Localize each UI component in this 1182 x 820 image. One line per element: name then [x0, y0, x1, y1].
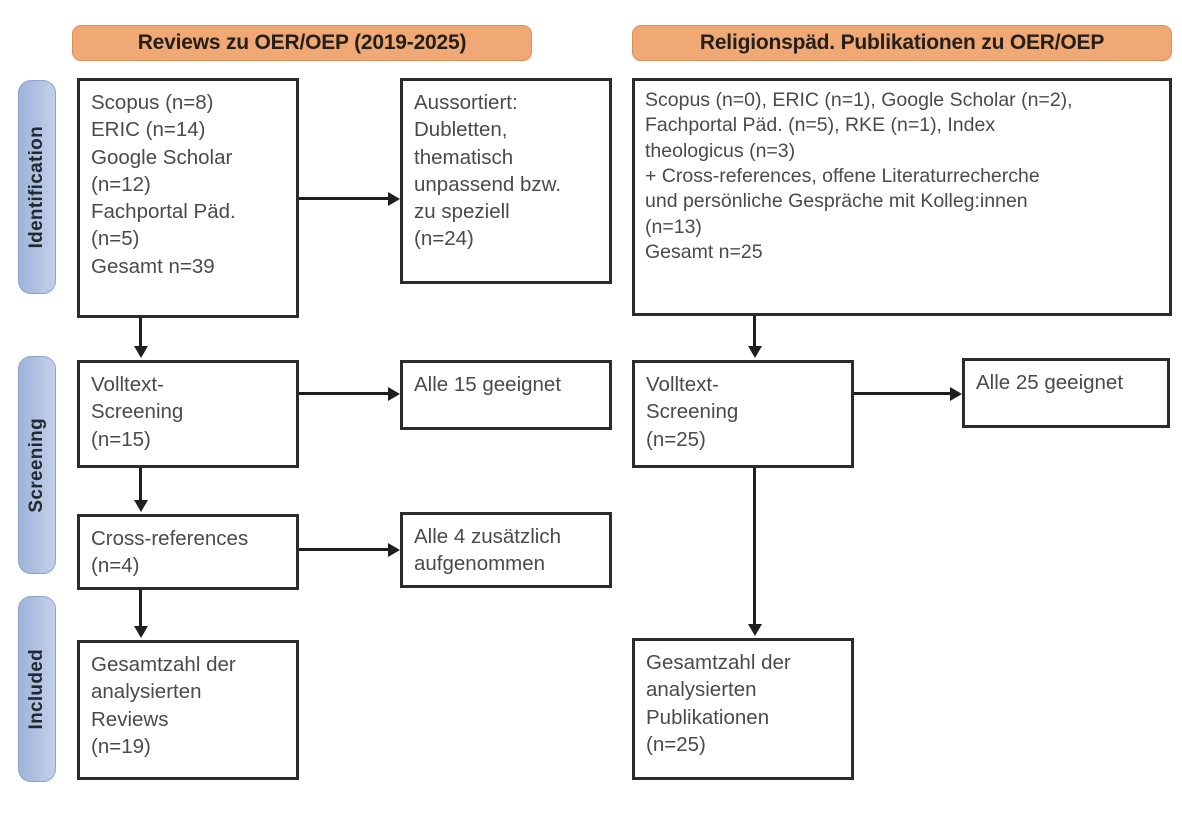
connector-right-fulltext-to-result — [854, 392, 950, 395]
arrowhead-right-fulltext-to-included — [748, 624, 762, 636]
arrowhead-left-fulltext-to-result — [388, 387, 400, 401]
banner-right-column: Religionspäd. Publikationen zu OER/OEP — [632, 25, 1172, 61]
arrowhead-right-fulltext-to-result — [950, 387, 962, 401]
node-left-crossreferences: Cross-references (n=4) — [77, 514, 299, 590]
phase-tab-identification-label: Identification — [26, 125, 47, 249]
node-left-excluded: Aussortiert: Dubletten, thematisch unpas… — [400, 78, 612, 284]
connector-left-ident-to-excluded — [299, 197, 388, 200]
arrowhead-left-ident-to-excluded — [388, 192, 400, 206]
node-left-identification-sources: Scopus (n=8) ERIC (n=14) Google Scholar … — [77, 78, 299, 318]
node-right-fulltext-result: Alle 25 geeignet — [962, 358, 1170, 428]
arrowhead-left-fulltext-to-crossrefs — [134, 500, 148, 512]
connector-left-fulltext-to-crossrefs — [139, 468, 142, 502]
node-left-included-total: Gesamtzahl der analysierten Reviews (n=1… — [77, 640, 299, 780]
phase-tab-screening: Screening — [18, 356, 56, 574]
connector-right-fulltext-to-included — [753, 468, 756, 626]
phase-tab-included-label: Included — [26, 648, 47, 730]
node-right-fulltext-screening: Volltext- Screening (n=25) — [632, 360, 854, 468]
banner-left-column: Reviews zu OER/OEP (2019-2025) — [72, 25, 532, 61]
arrowhead-left-ident-to-fulltext — [134, 346, 148, 358]
phase-tab-included: Included — [18, 596, 56, 782]
phase-tab-screening-label: Screening — [26, 417, 47, 513]
connector-left-crossrefs-to-result — [299, 548, 388, 551]
phase-tab-identification: Identification — [18, 80, 56, 294]
node-left-crossreferences-result: Alle 4 zusätzlich aufgenommen — [400, 512, 612, 588]
connector-left-fulltext-to-result — [299, 392, 388, 395]
node-left-fulltext-screening: Volltext- Screening (n=15) — [77, 360, 299, 468]
arrowhead-right-ident-to-fulltext — [748, 346, 762, 358]
connector-left-ident-to-fulltext — [139, 318, 142, 348]
arrowhead-left-crossrefs-to-result — [388, 543, 400, 557]
node-left-fulltext-result: Alle 15 geeignet — [400, 360, 612, 430]
connector-left-crossrefs-to-included — [139, 590, 142, 628]
arrowhead-left-crossrefs-to-included — [134, 626, 148, 638]
node-right-identification-sources: Scopus (n=0), ERIC (n=1), Google Scholar… — [632, 78, 1172, 316]
node-right-included-total: Gesamtzahl der analysierten Publikatione… — [632, 638, 854, 780]
connector-right-ident-to-fulltext — [753, 316, 756, 348]
